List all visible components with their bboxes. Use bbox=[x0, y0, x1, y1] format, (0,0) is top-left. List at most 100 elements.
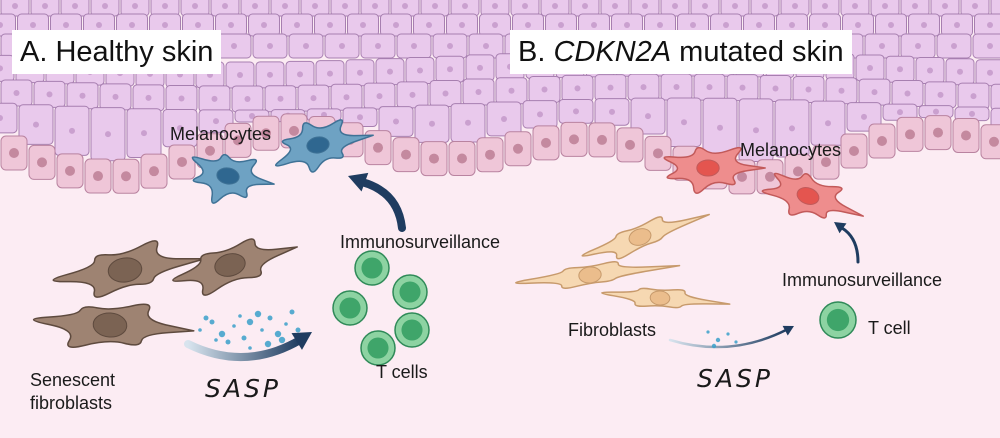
cell-nucleus bbox=[375, 43, 381, 49]
sasp-particle bbox=[214, 338, 218, 342]
cell-nucleus bbox=[244, 95, 251, 102]
melanocyte-healthy-nucleus bbox=[216, 167, 240, 185]
cell-nucleus bbox=[213, 118, 219, 125]
t-cell-nucleus bbox=[367, 337, 389, 359]
cell-nucleus bbox=[261, 22, 267, 28]
cell-nucleus bbox=[343, 94, 350, 101]
cell-nucleus bbox=[102, 3, 108, 9]
cell-nucleus bbox=[972, 3, 978, 9]
basal-cell-nucleus bbox=[849, 146, 859, 157]
cell-nucleus bbox=[732, 3, 738, 9]
cell-nucleus bbox=[417, 67, 423, 74]
arrows bbox=[184, 172, 860, 361]
cell-nucleus bbox=[492, 3, 498, 9]
basal-cell-nucleus bbox=[9, 148, 19, 159]
cell-nucleus bbox=[702, 3, 708, 9]
panel-b-title-gene: CDKN2A bbox=[553, 36, 672, 68]
cell-nucleus bbox=[912, 3, 918, 9]
basal-cell-nucleus bbox=[597, 134, 607, 145]
fibroblast bbox=[581, 213, 710, 260]
basal-cell-nucleus bbox=[653, 148, 663, 159]
cell-nucleus bbox=[861, 113, 867, 120]
cell-nucleus bbox=[387, 68, 393, 75]
sasp-particle bbox=[295, 327, 301, 333]
sasp-particle bbox=[248, 346, 252, 350]
cell-nucleus bbox=[376, 93, 383, 100]
senescent-fibroblast bbox=[52, 240, 206, 298]
sasp-particle bbox=[241, 335, 247, 341]
cell-nucleus bbox=[432, 3, 438, 9]
cell-nucleus bbox=[132, 3, 138, 9]
cell-nucleus bbox=[297, 71, 303, 78]
basal-cell-nucleus bbox=[513, 143, 523, 154]
fibroblast-nucleus bbox=[649, 290, 671, 306]
cell-nucleus bbox=[79, 92, 86, 99]
senescent-fibroblast bbox=[172, 238, 298, 296]
cell-nucleus bbox=[178, 95, 185, 102]
sasp-arrow-b bbox=[668, 328, 788, 349]
cell-nucleus bbox=[957, 68, 963, 75]
cell-nucleus bbox=[342, 3, 348, 9]
cell-nucleus bbox=[762, 3, 768, 9]
senescent-fibroblast-nucleus bbox=[92, 312, 128, 338]
cell-nucleus bbox=[825, 120, 831, 127]
sasp-particle bbox=[284, 322, 288, 326]
sasp-particle bbox=[246, 318, 254, 326]
label-tcell: T cell bbox=[868, 318, 911, 338]
sasp-particle bbox=[264, 340, 272, 348]
cell-nucleus bbox=[462, 3, 468, 9]
label-immunosurveillance-a: Immunosurveillance bbox=[340, 232, 501, 252]
cell-nucleus bbox=[442, 90, 449, 97]
basal-cell-nucleus bbox=[205, 145, 215, 156]
cell-nucleus bbox=[483, 43, 489, 49]
basal-cell-nucleus bbox=[765, 171, 775, 182]
cell-nucleus bbox=[141, 130, 147, 137]
melanocyte-mutated-nucleus bbox=[796, 187, 820, 205]
cell-nucleus bbox=[12, 3, 18, 9]
cell-nucleus bbox=[327, 22, 333, 28]
sasp-arrow-a bbox=[184, 336, 304, 361]
epidermal-cell bbox=[0, 102, 18, 134]
basal-cell-nucleus bbox=[737, 171, 747, 182]
cell-nucleus bbox=[447, 66, 453, 73]
cell-nucleus bbox=[681, 119, 687, 126]
cell-nucleus bbox=[310, 95, 317, 102]
cell-nucleus bbox=[673, 84, 680, 91]
cell-nucleus bbox=[357, 114, 363, 121]
melanocyte-healthy bbox=[191, 153, 275, 204]
cell-nucleus bbox=[459, 22, 465, 28]
basal-cell-nucleus bbox=[401, 149, 411, 160]
cell-nucleus bbox=[537, 111, 543, 118]
cell-nucleus bbox=[838, 87, 845, 94]
sasp-particle bbox=[203, 315, 209, 321]
cell-nucleus bbox=[558, 22, 564, 28]
basal-cell-nucleus bbox=[989, 136, 999, 147]
t-cell-nucleus bbox=[399, 281, 421, 303]
fibroblast-nucleus bbox=[628, 228, 652, 246]
panel-a-title: A. Healthy skin bbox=[12, 30, 222, 74]
basal-cell-nucleus bbox=[821, 157, 831, 168]
cell-nucleus bbox=[447, 43, 453, 49]
sasp-particle bbox=[225, 339, 231, 345]
sasp-particle bbox=[260, 328, 264, 332]
senescent-fibroblast-nucleus bbox=[107, 257, 143, 283]
t-cell-nucleus bbox=[361, 257, 383, 279]
cell-nucleus bbox=[792, 3, 798, 9]
melanocyte-healthy bbox=[275, 119, 374, 173]
cell-nucleus bbox=[969, 110, 975, 117]
cell-nucleus bbox=[582, 3, 588, 9]
cell-nucleus bbox=[267, 71, 273, 78]
cell-nucleus bbox=[105, 131, 111, 138]
immunosurveillance-arrow-b bbox=[840, 226, 860, 264]
cell-nucleus bbox=[222, 3, 228, 9]
basal-cell-nucleus bbox=[933, 127, 943, 138]
cell-nucleus bbox=[522, 3, 528, 9]
cell-nucleus bbox=[237, 71, 243, 78]
t-cell-nucleus bbox=[401, 319, 423, 341]
basal-cell-nucleus bbox=[121, 171, 131, 182]
basal-cell-nucleus bbox=[233, 135, 243, 146]
cell-nucleus bbox=[327, 70, 333, 77]
cell-nucleus bbox=[402, 3, 408, 9]
cell-nucleus bbox=[195, 22, 201, 28]
